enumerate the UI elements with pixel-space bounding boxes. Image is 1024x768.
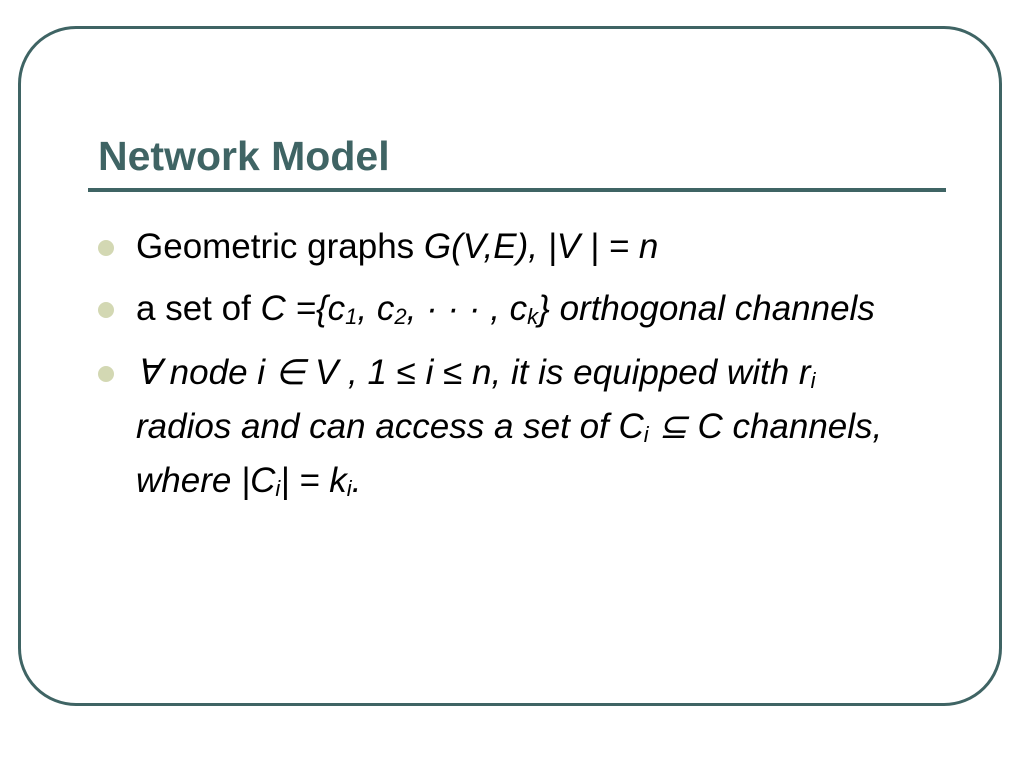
bullet-item-geometric-graphs: Geometric graphs G(V,E), |V | = n xyxy=(98,220,918,274)
math-subscript: i xyxy=(346,476,352,501)
bullet-item-channel-set: a set of C ={c1, c2, · · · , ck} orthogo… xyxy=(98,282,918,336)
math-subscript: k xyxy=(527,304,539,329)
math-segment: ⊆ C channels, where |C xyxy=(136,407,883,500)
math-segment: | = k xyxy=(280,461,347,500)
math-subscript: i xyxy=(810,368,816,393)
bullet-text-math: C ={c1, c2, · · · , ck} orthogonal chann… xyxy=(261,289,875,328)
math-subscript: i xyxy=(643,422,649,447)
bullet-text-math: ∀ node i ∈ V , 1 ≤ i ≤ n, it is equipped… xyxy=(136,353,882,500)
bullet-dot-icon xyxy=(98,240,114,256)
math-segment: C ={c xyxy=(260,289,346,328)
bullet-text-plain: Geometric graphs xyxy=(136,227,424,266)
bullet-list: Geometric graphs G(V,E), |V | = n a set … xyxy=(98,220,918,518)
title-underline xyxy=(88,188,946,192)
math-subscript: 1 xyxy=(345,304,358,329)
math-subscript: 2 xyxy=(394,304,407,329)
slide-title: Network Model xyxy=(98,133,390,179)
math-segment: } orthogonal channels xyxy=(538,289,875,328)
bullet-text-math: G(V,E), |V | = n xyxy=(423,227,659,266)
bullet-item-node-radios: ∀ node i ∈ V , 1 ≤ i ≤ n, it is equipped… xyxy=(98,346,918,508)
math-segment: . xyxy=(351,461,362,500)
math-segment: radios and can access a set of C xyxy=(136,407,644,446)
math-segment: , c xyxy=(357,289,395,328)
math-subscript: i xyxy=(275,476,281,501)
bullet-text-plain: a set of xyxy=(136,289,261,328)
math-segment: , · · · , c xyxy=(406,289,528,328)
bullet-dot-icon xyxy=(98,302,114,318)
math-segment: ∀ node i ∈ V , 1 ≤ i ≤ n, it is equipped… xyxy=(136,353,811,392)
bullet-dot-icon xyxy=(98,366,114,382)
slide-frame xyxy=(18,26,1002,706)
